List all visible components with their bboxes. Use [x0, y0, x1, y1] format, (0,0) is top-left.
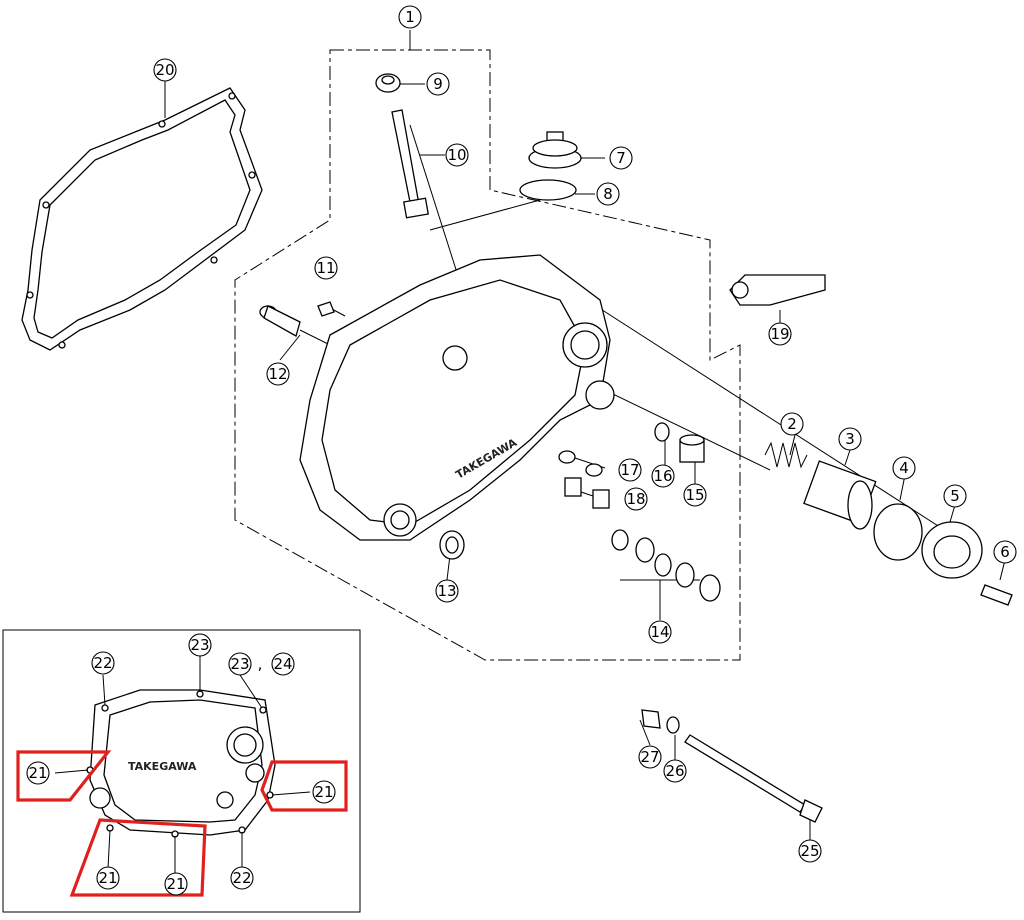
callout-13: 13 — [437, 582, 456, 600]
callout-c20: 20 — [153, 58, 177, 82]
svg-text:TAKEGAWA: TAKEGAWA — [128, 760, 197, 773]
callout-c14: 14 — [648, 620, 672, 644]
callout-c10: 10 — [445, 143, 469, 167]
inset-callout-23b: 23 — [228, 652, 252, 676]
callout-c9: 9 — [426, 72, 450, 96]
highlight-box-right — [260, 760, 348, 812]
highlight-boxes — [16, 750, 348, 897]
callout-10: 10 — [447, 146, 466, 164]
highlight-box-left — [16, 750, 112, 802]
callout-c25: 25 — [798, 839, 822, 863]
callout-5: 5 — [950, 487, 960, 505]
inset-callout-21-bottom-right: 21 — [166, 875, 185, 893]
inset-callout-21-left: 21 — [28, 764, 47, 782]
callout-c27: 27 — [638, 745, 662, 769]
callout-12: 12 — [268, 365, 287, 383]
callout-25: 25 — [800, 842, 819, 860]
callout-c16: 16 — [651, 464, 675, 488]
oil-filter-part-3 — [803, 460, 877, 530]
callout-27: 27 — [640, 748, 659, 766]
dowel-pin-part-12 — [259, 305, 301, 337]
callout-c7: 7 — [609, 146, 633, 170]
callout-c13: 13 — [435, 579, 459, 603]
callout-c17: 17 — [618, 458, 642, 482]
gasket-part-20 — [21, 87, 263, 351]
o-ring-part-16 — [654, 422, 670, 442]
callout-19: 19 — [770, 325, 789, 343]
callout-c8: 8 — [596, 182, 620, 206]
callout-c11: 11 — [314, 256, 338, 280]
plug-part-15 — [679, 434, 705, 463]
assembly-boundary — [234, 49, 741, 661]
inset-callout-21-bottom-left: 21 — [98, 869, 117, 887]
bolt-assembly-25 — [641, 709, 823, 823]
washer-part-17 — [585, 463, 603, 477]
callout-c26: 26 — [663, 759, 687, 783]
callout-3: 3 — [845, 430, 855, 448]
callout-26: 26 — [665, 762, 684, 780]
callout-17: 17 — [620, 461, 639, 479]
callout-15: 15 — [685, 486, 704, 504]
callout-16: 16 — [653, 467, 672, 485]
inset-callout-22a: 22 — [91, 651, 115, 675]
inset-callout-21c: 21 — [96, 866, 120, 890]
shaft-part-10 — [391, 109, 429, 219]
o-ring-part-4 — [873, 503, 923, 561]
bracket-part-19 — [729, 274, 826, 306]
inset-callout-22-top: 22 — [93, 654, 112, 672]
spring-part-2 — [764, 441, 808, 469]
washer-part-17b — [558, 450, 576, 464]
callout-c19: 19 — [768, 322, 792, 346]
rings-part-14 — [611, 529, 721, 602]
filter-cover-part-5 — [921, 521, 983, 579]
callout-7: 7 — [616, 149, 626, 167]
callout-6: 6 — [1000, 543, 1010, 561]
callout-c18: 18 — [624, 487, 648, 511]
callout-14: 14 — [650, 623, 669, 641]
clutch-cover: TAKEGAWA — [299, 254, 615, 541]
callout-c3: 3 — [838, 427, 862, 451]
callout-20: 20 — [155, 61, 174, 79]
inset-callout-22b: 22 — [230, 866, 254, 890]
callout-c4: 4 — [892, 456, 916, 480]
callout-4: 4 — [899, 459, 909, 477]
callout-2: 2 — [787, 415, 797, 433]
inset-separator: , — [258, 655, 263, 673]
callout-c6: 6 — [993, 540, 1017, 564]
inset-callout-23-top: 23 — [190, 636, 209, 654]
inset-cover: TAKEGAWA — [54, 655, 311, 878]
o-ring-part-8 — [519, 179, 577, 201]
callout-9: 9 — [433, 75, 443, 93]
callout-18: 18 — [626, 490, 645, 508]
callout-c2: 2 — [780, 412, 804, 436]
callout-1: 1 — [405, 8, 415, 26]
inset-callout-23-right: 23 — [230, 655, 249, 673]
inset-callout-21-right: 21 — [314, 783, 333, 801]
inset-callout-24: 24 — [273, 655, 292, 673]
callout-8: 8 — [603, 185, 613, 203]
callout-c15: 15 — [683, 483, 707, 507]
oil-seal-part-13 — [439, 530, 465, 560]
inset-callout-21d: 21 — [164, 872, 188, 896]
inset-callout-24: 24 — [271, 652, 295, 676]
inset-callout-21a: 21 — [26, 761, 50, 785]
screw-part-11 — [317, 301, 335, 317]
callout-c12: 12 — [266, 362, 290, 386]
bolt-part-6 — [980, 584, 1013, 606]
inset-callout-22-bottom: 22 — [232, 869, 251, 887]
highlight-box-bottom — [69, 818, 207, 897]
oil-seal-part-9 — [375, 73, 401, 93]
callout-c1: 1 — [398, 5, 422, 29]
inset-callout-23a: 23 — [188, 633, 212, 657]
callout-c5: 5 — [943, 484, 967, 508]
oil-filler-cap-part-7 — [528, 131, 582, 169]
inset-callout-21b: 21 — [312, 780, 336, 804]
plugs-part-18 — [564, 477, 610, 509]
callout-11: 11 — [316, 259, 335, 277]
